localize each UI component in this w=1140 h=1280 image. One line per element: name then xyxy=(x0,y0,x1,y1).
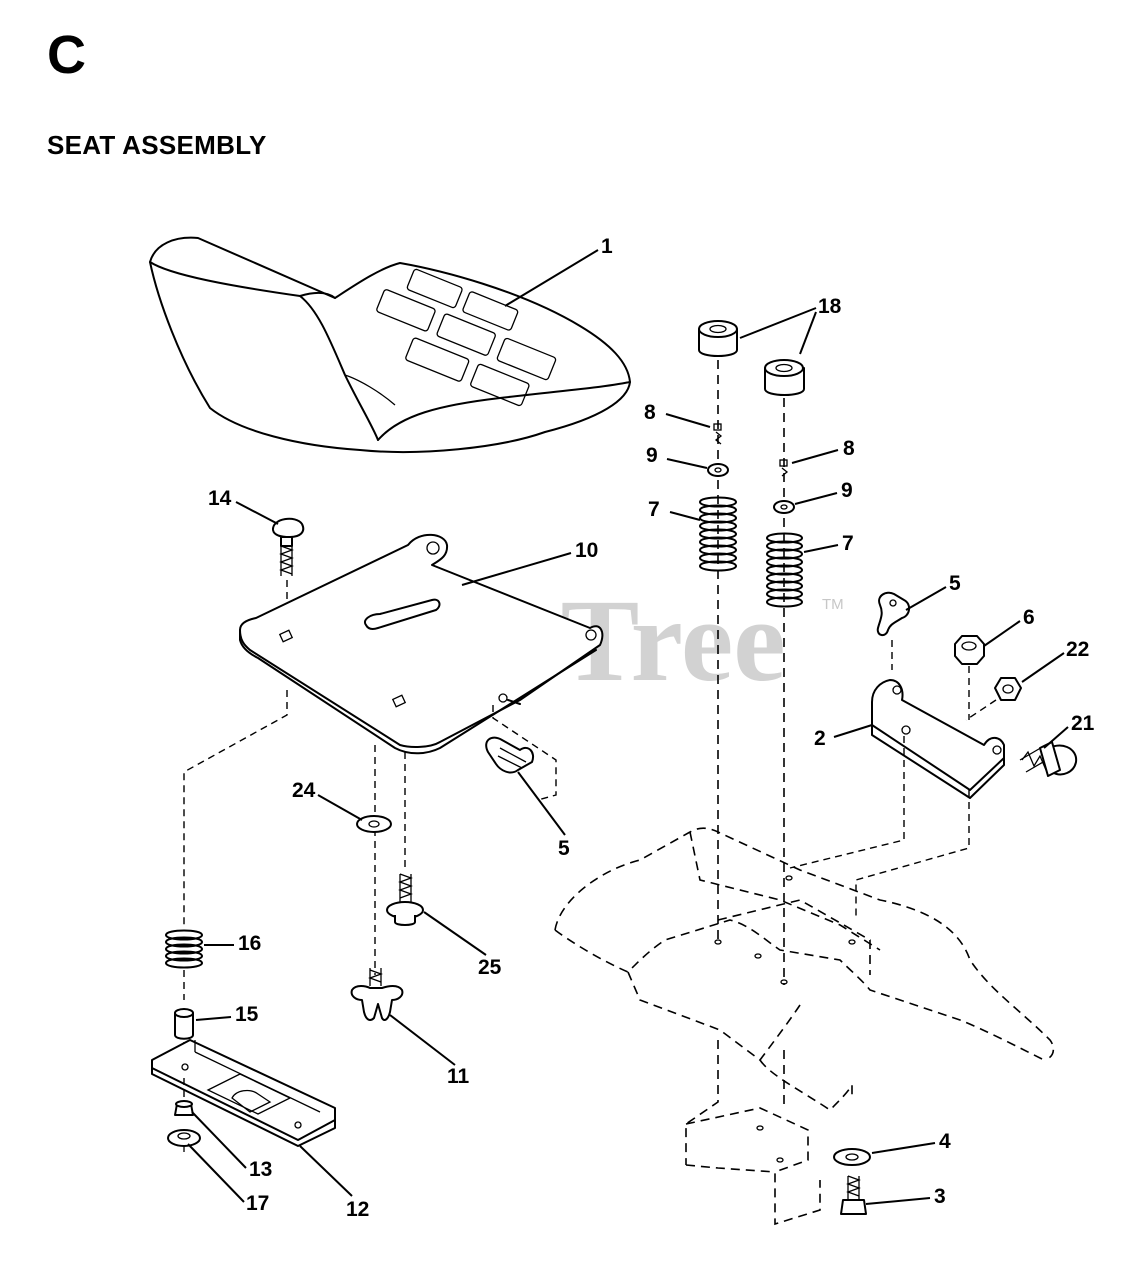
watermark-trademark: TM xyxy=(822,596,844,613)
part-22-nut xyxy=(994,677,1022,701)
frame-outline xyxy=(554,827,1055,1226)
part-25-shoulder-bolt xyxy=(386,873,424,926)
callout-22: 22 xyxy=(1066,638,1089,661)
part-21-bolt xyxy=(1019,741,1078,777)
callout-18: 18 xyxy=(818,295,842,318)
callout-15: 15 xyxy=(235,1003,259,1026)
callout-7a: 7 xyxy=(648,498,660,521)
part-1-seat xyxy=(149,236,631,453)
callout-9a: 9 xyxy=(646,444,658,467)
part-12-slide-plate xyxy=(151,1039,336,1147)
callout-25: 25 xyxy=(478,956,502,979)
part-18-bushings xyxy=(698,320,805,396)
part-11-knob xyxy=(350,968,404,1021)
callout-10: 10 xyxy=(575,539,598,562)
section-title: SEAT ASSEMBLY xyxy=(47,130,267,160)
callout-12: 12 xyxy=(346,1198,369,1221)
part-8-bolts xyxy=(713,423,789,477)
part-17-washer-nut xyxy=(167,1129,201,1152)
callout-8a: 8 xyxy=(644,401,656,424)
callout-9b: 9 xyxy=(841,479,853,502)
callout-17: 17 xyxy=(246,1192,269,1215)
callout-11: 11 xyxy=(447,1065,470,1088)
callout-1: 1 xyxy=(601,235,613,258)
callout-6: 6 xyxy=(1023,606,1035,629)
callout-3: 3 xyxy=(934,1185,946,1208)
part-10-seat-pan xyxy=(239,533,604,755)
part-13-nut xyxy=(174,1100,194,1116)
part-6-nut xyxy=(954,635,985,665)
callout-8b: 8 xyxy=(843,437,855,460)
part-9-washers xyxy=(707,463,795,514)
callout-21: 21 xyxy=(1071,712,1095,735)
part-5-clip-upper xyxy=(876,591,910,636)
section-letter: C xyxy=(47,25,86,85)
callout-7b: 7 xyxy=(842,532,854,555)
callout-5b: 5 xyxy=(558,837,570,860)
part-3-bolt xyxy=(840,1175,867,1215)
part-14-carriage-bolt xyxy=(272,517,305,576)
part-5-clip-lower xyxy=(485,736,534,774)
part-7-springs xyxy=(699,496,803,608)
part-16-spring xyxy=(165,929,203,969)
callout-14: 14 xyxy=(208,487,232,510)
part-15-spacer xyxy=(174,1008,194,1040)
part-2-bracket xyxy=(871,679,1005,799)
callout-16: 16 xyxy=(238,932,261,955)
callout-2: 2 xyxy=(814,727,826,750)
callout-4: 4 xyxy=(939,1130,951,1153)
part-24-washer xyxy=(356,815,392,833)
part-4-washer xyxy=(833,1148,871,1166)
callout-13: 13 xyxy=(249,1158,272,1181)
callout-24: 24 xyxy=(292,779,316,802)
callout-5a: 5 xyxy=(949,572,961,595)
